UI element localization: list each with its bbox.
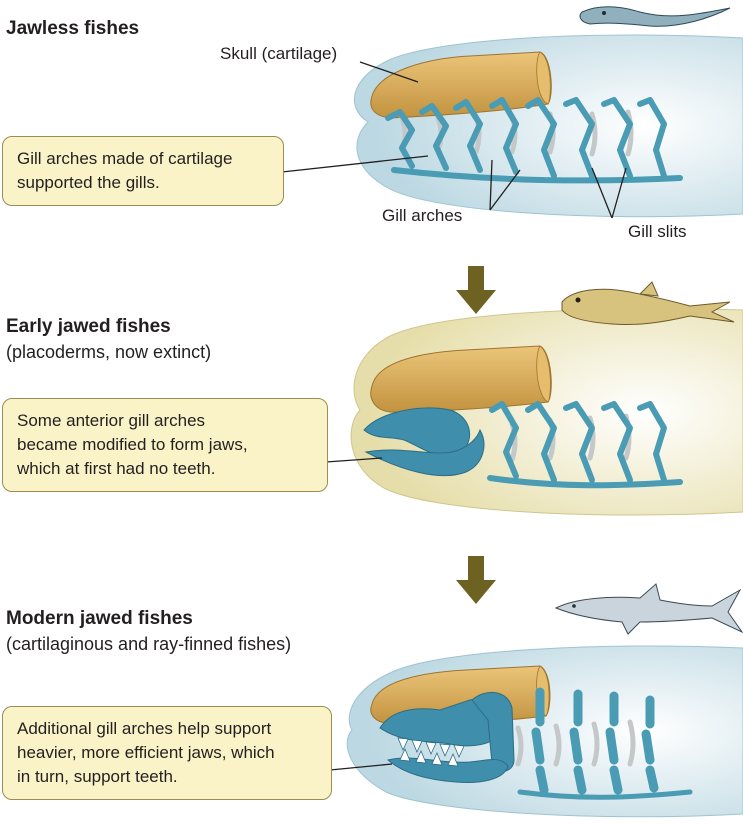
callout-line: supported the gills.: [17, 173, 160, 192]
down-arrow-icon: [456, 266, 496, 314]
lamprey-icon: [579, 6, 731, 27]
callout-jawless: Gill arches made of cartilage supported …: [2, 136, 284, 206]
panel-2-subtitle: (placoderms, now extinct): [6, 342, 212, 362]
gill-arches-jawless: [385, 97, 683, 184]
leader-line-placoderm: [325, 457, 383, 463]
leader-line-modern: [329, 763, 393, 771]
callout-line: Additional gill arches help support: [17, 719, 272, 738]
panel-3-title: Modern jawed fishes: [6, 608, 193, 629]
callout-line: Gill arches made of cartilage: [17, 149, 233, 168]
gill-arches-placoderm: [487, 401, 683, 489]
callout-placoderm: Some anterior gill arches became modifie…: [2, 398, 328, 492]
callout-line: Some anterior gill arches: [17, 411, 206, 430]
gill-arches-modern: [517, 687, 693, 800]
panel-3-subtitle: (cartilaginous and ray-finned fishes): [6, 634, 292, 654]
skull-label: Skull (cartilage): [220, 44, 338, 63]
panel-2-title: Early jawed fishes: [6, 316, 171, 337]
placoderm-lower-jaw: [364, 428, 485, 477]
leader-lines-jawless: [281, 61, 627, 219]
placoderm-icon: [561, 281, 735, 325]
down-arrow-icon: [456, 556, 496, 604]
gill-slits-label: Gill slits: [628, 222, 687, 241]
callout-line: became modified to form jaws,: [17, 435, 248, 454]
callout-modern: Additional gill arches help support heav…: [2, 706, 332, 800]
callout-line: which at first had no teeth.: [17, 459, 216, 478]
callout-line: heavier, more efficient jaws, which: [17, 743, 275, 762]
gill-arches-label: Gill arches: [382, 206, 463, 225]
gill-slits-modern: [515, 719, 636, 767]
callout-line: in turn, support teeth.: [17, 767, 178, 786]
shark-icon: [554, 583, 743, 635]
panel-1-title: Jawless fishes: [6, 18, 140, 39]
teeth: [397, 737, 465, 767]
